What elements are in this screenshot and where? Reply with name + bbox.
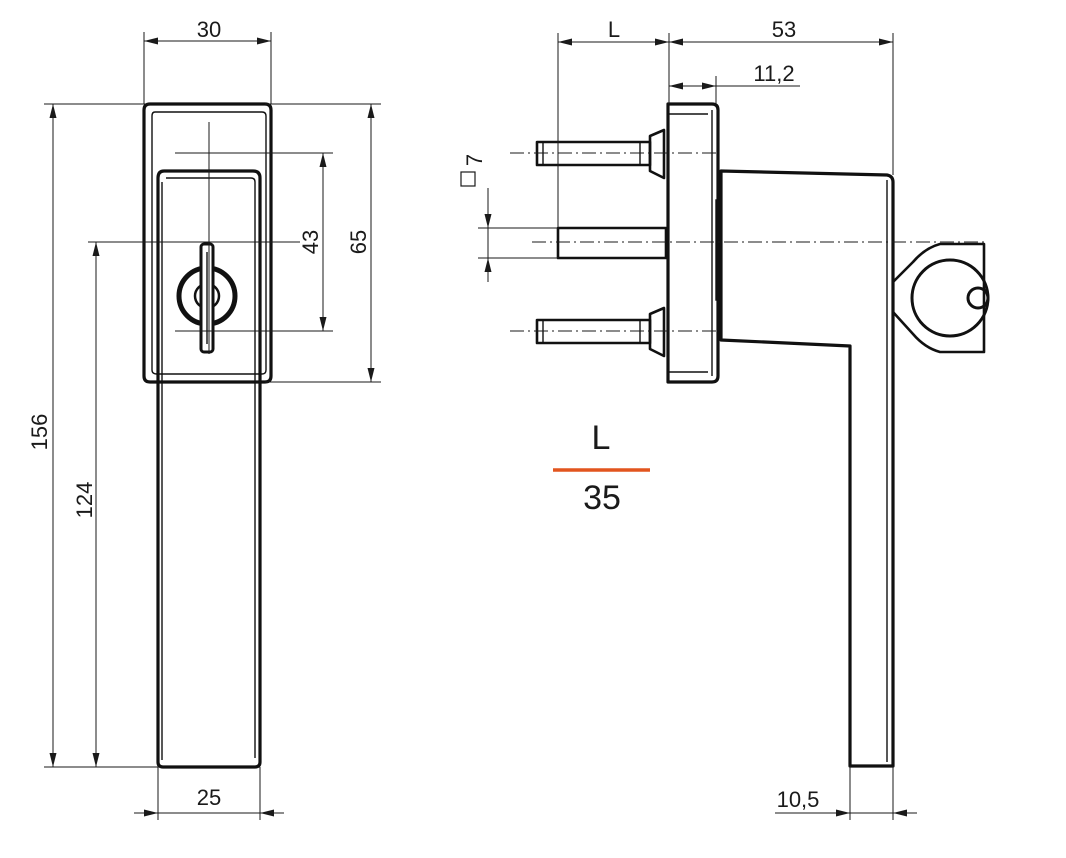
front-dimensions: 30 156 124 43 65 25 (27, 17, 381, 820)
dim-handle-width-bottom: 25 (197, 785, 221, 810)
side-handle (719, 169, 895, 768)
dim-projection: 53 (772, 17, 796, 42)
dim-rosette-thickness: 11,2 (753, 61, 794, 86)
dim-total-height: 156 (27, 414, 52, 451)
legend-variable: L (592, 419, 611, 457)
square-symbol-icon (460, 171, 476, 187)
front-rosette-inner (151, 111, 267, 375)
dim-spindle-length: L (608, 17, 620, 42)
dim-spindle-offset: 43 (298, 230, 323, 254)
side-key-hole (966, 286, 990, 310)
front-view (88, 102, 333, 769)
length-legend: L 35 (553, 419, 650, 517)
side-spindle (556, 226, 668, 260)
front-handle-inner (166, 177, 256, 758)
side-key-cylinder (892, 242, 986, 354)
dim-handle-width-top: 30 (197, 17, 221, 42)
side-view (510, 102, 990, 768)
front-handle (156, 169, 262, 769)
dim-square-spindle: 7 (462, 154, 487, 166)
dim-grip-depth: 10,5 (777, 787, 820, 812)
side-dimensions: L 53 11,2 7 10,5 (460, 17, 917, 820)
dim-spindle-to-bottom: 124 (72, 482, 97, 519)
dim-rosette-height: 65 (346, 230, 371, 254)
side-rosette (666, 102, 720, 384)
legend-value: 35 (583, 479, 621, 517)
